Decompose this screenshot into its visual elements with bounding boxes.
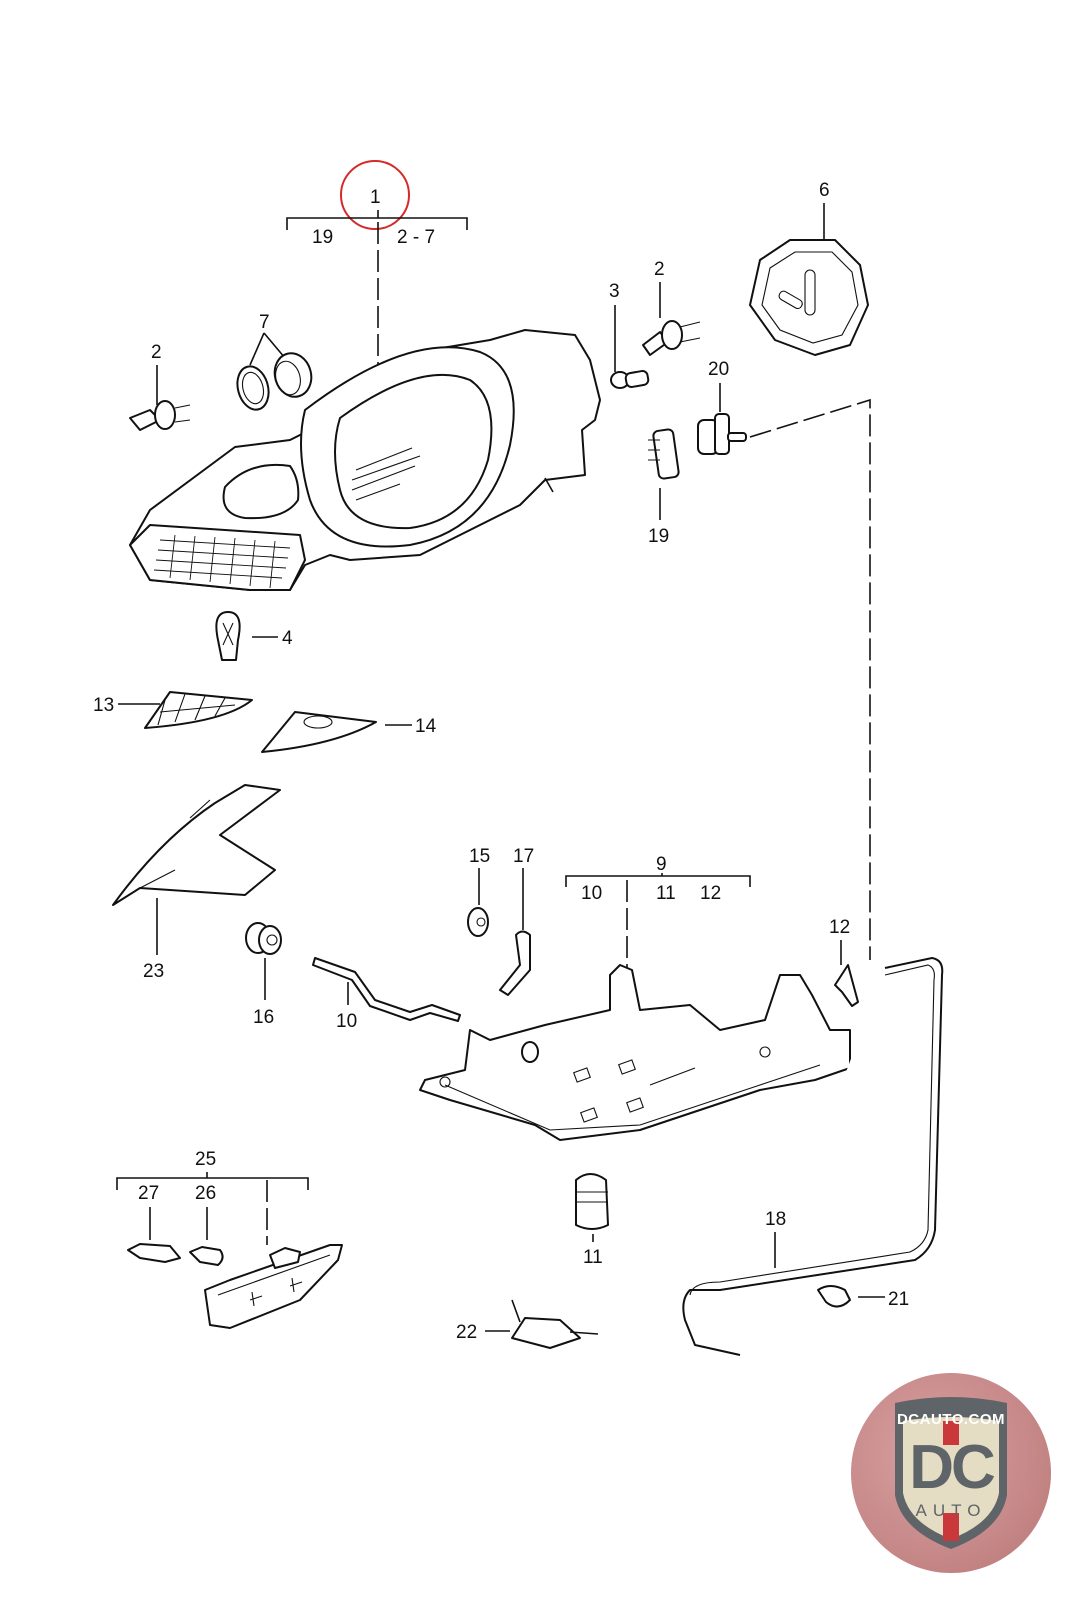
part-11-rubber-mount[interactable]: 11 bbox=[575, 1173, 609, 1268]
part-4-turn-bulb[interactable]: 4 bbox=[215, 611, 293, 661]
callout-7-label[interactable]: 7 bbox=[259, 312, 270, 333]
callout-19-label[interactable]: 19 bbox=[648, 526, 669, 547]
part-21-hose-clip[interactable]: 21 bbox=[817, 1285, 909, 1310]
callout-20-label[interactable]: 20 bbox=[708, 359, 729, 380]
shield-icon bbox=[895, 1397, 1007, 1549]
part-7-seal-rings[interactable]: 7 bbox=[233, 312, 316, 413]
part-26-bulb[interactable] bbox=[189, 1246, 224, 1266]
callout-16-label[interactable]: 16 bbox=[253, 1007, 274, 1028]
callout-9-group: 9 10 11 12 bbox=[565, 854, 751, 985]
callout-1-sub-19[interactable]: 19 bbox=[312, 227, 333, 248]
callout-26-label[interactable]: 26 bbox=[195, 1183, 216, 1204]
callout-9-sub-10[interactable]: 10 bbox=[581, 883, 602, 904]
callout-14-label[interactable]: 14 bbox=[415, 716, 437, 737]
part-22-bracket[interactable]: 22 bbox=[456, 1299, 599, 1349]
dcauto-logo: DCAUTO.COM DC AUTO bbox=[851, 1373, 1051, 1573]
headlight-housing[interactable] bbox=[129, 329, 601, 591]
callout-1-bracket bbox=[286, 217, 468, 230]
callout-9-sub-11[interactable]: 11 bbox=[656, 883, 676, 904]
callout-25-group: 25 27 26 bbox=[116, 1149, 309, 1245]
callout-17-label[interactable]: 17 bbox=[513, 846, 534, 867]
part-18-hose[interactable]: 18 bbox=[682, 957, 944, 1356]
callout-1-group: 1 19 2 - 7 bbox=[286, 160, 468, 370]
callout-25-bracket bbox=[116, 1177, 309, 1190]
part-19-connector[interactable]: 19 bbox=[648, 428, 680, 547]
part-2-bulb-left[interactable]: 2 bbox=[129, 342, 191, 431]
part-27-bulb-socket[interactable] bbox=[127, 1243, 181, 1263]
callout-9-label[interactable]: 9 bbox=[656, 854, 667, 875]
part-20-connector[interactable]: 20 bbox=[697, 359, 871, 960]
part-2-bulb-right[interactable]: 2 bbox=[642, 259, 701, 356]
callout-13-label[interactable]: 13 bbox=[93, 695, 114, 716]
part-3-parking-bulb[interactable]: 3 bbox=[609, 281, 650, 389]
callout-9-sub-12[interactable]: 12 bbox=[700, 883, 721, 904]
part-12-clip[interactable]: 12 bbox=[829, 917, 859, 1007]
callout-10-label[interactable]: 10 bbox=[336, 1011, 357, 1032]
callout-22-label[interactable]: 22 bbox=[456, 1322, 477, 1343]
callout-15-label[interactable]: 15 bbox=[469, 846, 490, 867]
callout-11-label[interactable]: 11 bbox=[583, 1247, 603, 1268]
part-10-adjust-rod[interactable]: 10 bbox=[312, 957, 461, 1032]
callout-4-label[interactable]: 4 bbox=[282, 628, 293, 649]
callout-3-label[interactable]: 3 bbox=[609, 281, 620, 302]
part-14-lens-right[interactable]: 14 bbox=[261, 711, 437, 753]
callout-1-highlight-circle bbox=[340, 160, 410, 230]
callout-1-label[interactable]: 1 bbox=[370, 187, 381, 208]
part-9-mounting-plate[interactable] bbox=[419, 964, 851, 1141]
callout-23-label[interactable]: 23 bbox=[143, 961, 164, 982]
callout-2a-label[interactable]: 2 bbox=[151, 342, 162, 363]
logo-sub-text: AUTO bbox=[915, 1501, 987, 1520]
logo-mark-text: DC bbox=[909, 1433, 996, 1502]
part-25-side-marker[interactable] bbox=[204, 1244, 343, 1329]
part-23-deflector[interactable]: 23 bbox=[112, 784, 281, 982]
callout-27-label[interactable]: 27 bbox=[138, 1183, 159, 1204]
part-6-headlight-cover[interactable]: 6 bbox=[749, 180, 869, 356]
callout-25-label[interactable]: 25 bbox=[195, 1149, 216, 1170]
callout-12-label[interactable]: 12 bbox=[829, 917, 850, 938]
callout-21-label[interactable]: 21 bbox=[888, 1289, 909, 1310]
part-13-lens-left[interactable]: 13 bbox=[93, 691, 253, 729]
callout-18-label[interactable]: 18 bbox=[765, 1209, 786, 1230]
callout-9-bracket bbox=[565, 875, 751, 887]
part-17-bracket[interactable]: 17 bbox=[499, 846, 534, 996]
part-15-nut[interactable]: 15 bbox=[467, 846, 490, 937]
callout-1-sub-2-7[interactable]: 2 - 7 bbox=[397, 227, 435, 248]
part-16-grommet[interactable]: 16 bbox=[245, 922, 282, 1028]
callout-2b-label[interactable]: 2 bbox=[654, 259, 665, 280]
callout-6-label[interactable]: 6 bbox=[819, 180, 830, 201]
logo-site-text: DCAUTO.COM bbox=[896, 1411, 1006, 1428]
